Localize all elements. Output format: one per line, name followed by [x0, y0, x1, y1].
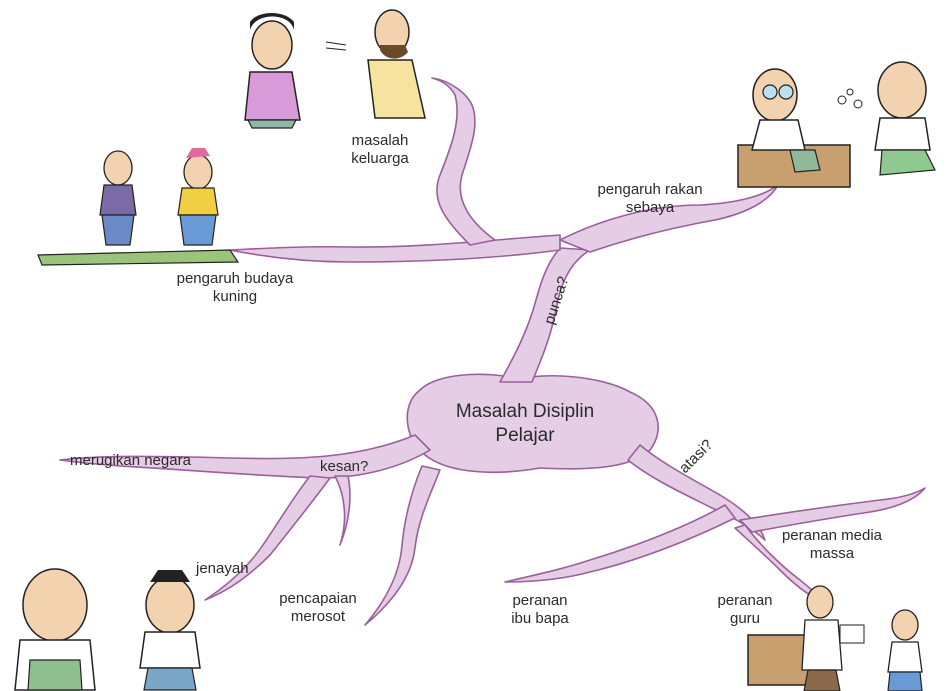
branch-cause-budaya [229, 234, 561, 263]
center-label-line1: Masalah Disiplin [455, 401, 595, 422]
effect-pencapaian-line2: merosot [290, 608, 346, 625]
effect-merugikan: merugikan negara [70, 452, 191, 470]
dancing-couple-illustration [37, 148, 240, 266]
center-label-line2: Pelajar [495, 425, 555, 446]
cause-budaya: pengaruh budaya kuning [150, 270, 320, 306]
teacher-student-illustration [747, 585, 923, 691]
cause-budaya-line1: pengaruh budaya [176, 270, 294, 287]
branch-solution-media [739, 487, 926, 533]
branch-effect-jenayah [204, 475, 331, 601]
branch-label-effects: kesan? [320, 458, 369, 475]
solution-media: peranan media massa [772, 527, 892, 563]
cause-rakan-line2: sebaya [625, 199, 675, 216]
cause-keluarga-line2: keluarga [351, 150, 409, 167]
cause-keluarga: masalah keluarga [330, 132, 430, 168]
scolding-father-illustration [14, 568, 201, 691]
solution-ibubapa: peranan ibu bapa [495, 592, 585, 628]
effect-pencapaian: pencapaian merosot [258, 590, 378, 626]
solution-media-line2: massa [809, 545, 855, 562]
solution-ibubapa-line2: ibu bapa [511, 610, 569, 627]
effect-jenayah-line1: jenayah [196, 560, 249, 577]
cause-keluarga-line1: masalah [351, 132, 409, 149]
branch-effect-spur [334, 475, 351, 546]
center-label: Masalah Disiplin Pelajar [425, 400, 625, 448]
solution-ibubapa-line1: peranan [512, 592, 568, 609]
cause-budaya-line2: kuning [212, 288, 258, 305]
cause-rakan: pengaruh rakan sebaya [565, 181, 735, 217]
effect-pencapaian-line1: pencapaian [279, 590, 357, 607]
solution-media-line1: peranan media [781, 527, 883, 544]
effect-jenayah: jenayah [196, 560, 249, 578]
solution-guru: peranan guru [710, 592, 780, 628]
cause-rakan-line1: pengaruh rakan [597, 181, 703, 198]
branch-solution-ibubapa [504, 504, 736, 583]
effect-merugikan-line1: merugikan negara [70, 452, 191, 469]
branch-effect-pencapaian [364, 465, 441, 626]
arguing-couple-illustration [244, 9, 426, 129]
branch-cause-keluarga [431, 77, 496, 246]
solution-guru-line1: peranan [717, 592, 773, 609]
classmates-smoking-illustration [737, 61, 936, 188]
solution-guru-line2: guru [729, 610, 761, 627]
